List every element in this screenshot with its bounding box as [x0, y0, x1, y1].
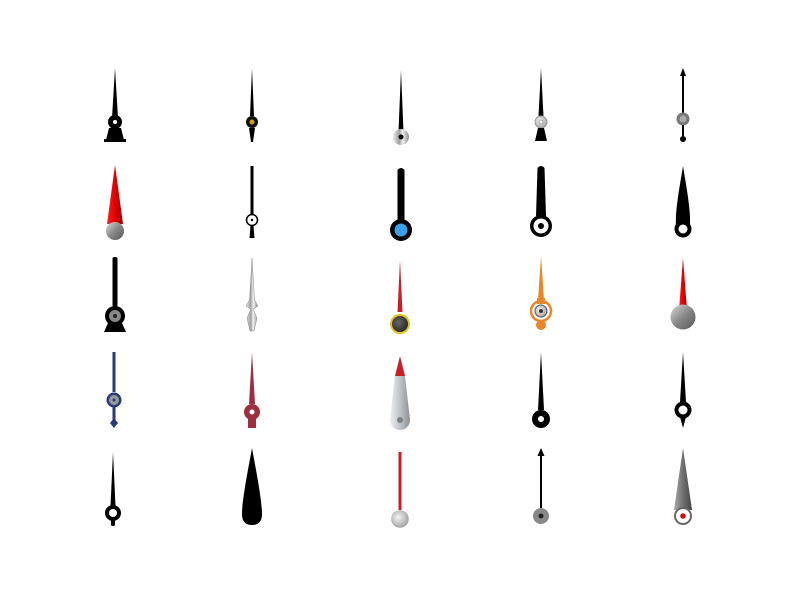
hand-8	[390, 168, 412, 241]
hand-6	[106, 165, 124, 240]
hand-13	[390, 260, 410, 334]
hand-19	[532, 352, 550, 428]
hand-17	[244, 352, 260, 428]
hand-21	[105, 452, 121, 526]
hand-12	[245, 257, 259, 332]
hand-4	[534, 68, 548, 141]
hand-1	[104, 68, 126, 142]
hand-25	[674, 448, 692, 525]
hand-24	[533, 448, 549, 524]
hand-2	[246, 68, 258, 142]
hand-22	[242, 448, 262, 525]
hand-5	[676, 68, 690, 142]
hand-7	[245, 166, 259, 238]
hand-18	[390, 356, 410, 430]
hand-3	[393, 70, 409, 145]
hand-16	[106, 352, 122, 428]
hand-20	[674, 352, 692, 428]
hand-15	[670, 258, 696, 330]
hand-10	[674, 166, 692, 238]
hand-9	[530, 166, 552, 237]
hand-11	[104, 257, 126, 332]
hand-23	[391, 452, 409, 528]
hand-14	[529, 256, 553, 330]
